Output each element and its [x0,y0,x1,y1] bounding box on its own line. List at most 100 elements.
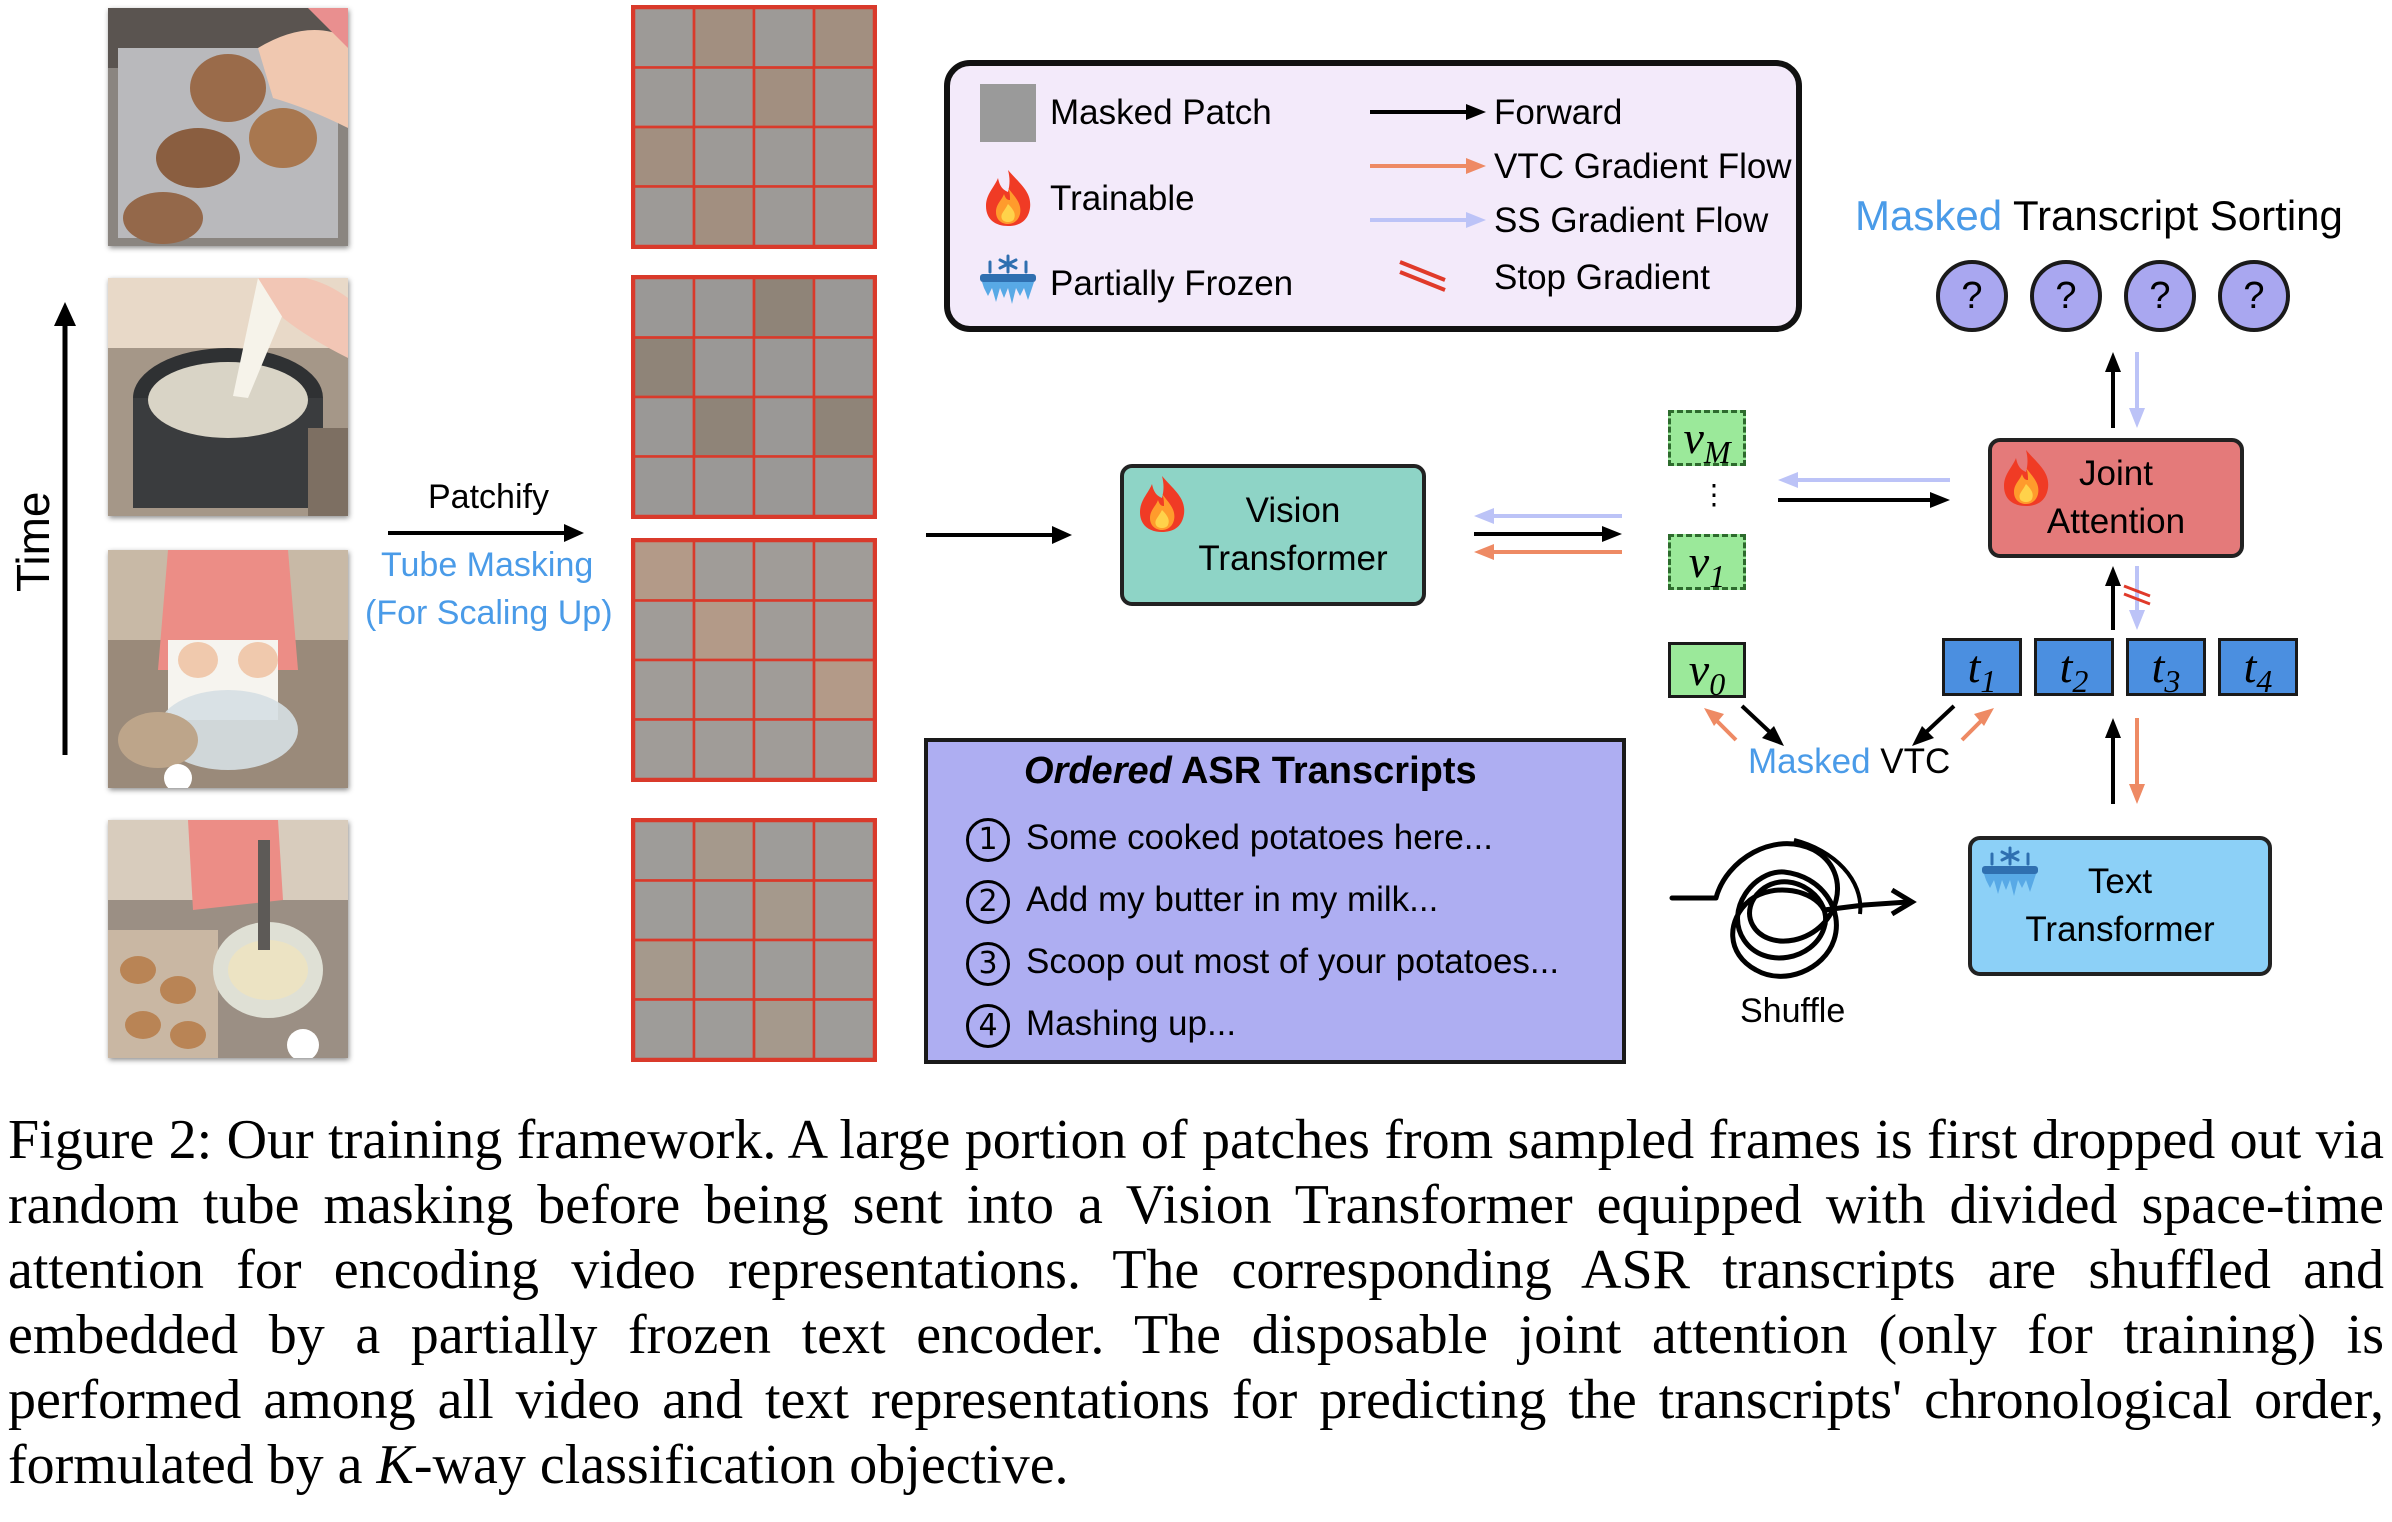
asr-item-4: Mashing up... [1026,1004,1237,1043]
masked-patch [812,879,874,942]
patch-grid-2-image [634,278,874,516]
token-joint-arrows [1778,472,1950,508]
sorting-title: Masked Transcript Sorting [1855,192,2343,240]
legend-vtc-gradient-flow: VTC Gradient Flow [1494,147,1792,186]
token-v-0: v0 [1668,642,1746,702]
patchify-arrow [388,524,584,542]
masked-patch [634,998,696,1059]
legend-trainable: Trainable [1050,179,1195,218]
masked-patch [752,821,816,882]
joint-attention-line2: Attention [2046,502,2186,541]
question-circle-2: ? [2030,260,2102,332]
masked-patch [692,541,756,602]
masked-patch [752,541,816,602]
sorting-title-masked: Masked [1855,192,2003,239]
patch-grid-1 [631,5,877,249]
token-v-0-sub: 0 [1709,666,1726,703]
masked-patch [812,336,874,399]
legend-forward: Forward [1494,93,1623,132]
asr-num-3: 3 [966,942,1010,986]
legend-ss-arrow [1370,212,1486,228]
masked-patch [812,455,874,516]
masked-patch [692,455,756,516]
masked-patch [812,125,874,188]
text-transformer-line2: Transformer [2025,910,2215,949]
masked-patch [812,66,874,129]
asr-item-1: Some cooked potatoes here... [1026,818,1493,857]
asr-num-4: 4 [966,1004,1010,1048]
asr-num-2: 2 [966,880,1010,924]
text-transformer-box: Text Transformer [1968,836,2272,976]
text-transformer-frozen-icon [1982,846,2038,896]
masked-patch [812,541,874,602]
vision-transformer-box: Vision Transformer [1120,464,1426,606]
tube-masking-label: Tube Masking [381,546,594,584]
asr-title: Ordered ASR Transcripts [1024,750,1477,793]
masked-patch [752,8,816,69]
video-frame-1 [108,8,348,246]
text-transformer-line1: Text [2087,862,2153,901]
patchify-label: Patchify [428,478,549,516]
sorting-title-rest: Transcript Sorting [2002,192,2343,239]
masked-patch [692,998,756,1059]
masked-patch [634,185,696,246]
masked-patch [692,938,756,1001]
masked-patch [752,718,816,779]
time-arrow [54,302,76,755]
text-to-joint-arrows [2105,566,2151,630]
masked-patch [634,8,696,69]
frame-photo-mashing [108,820,348,1058]
asr-item-3: Scoop out most of your potatoes... [1026,942,1560,981]
masked-patch [634,455,696,516]
patch-grid-4-image [634,821,874,1059]
masked-patch [812,821,874,882]
fire-icon [986,170,1031,226]
masked-patch [752,125,816,188]
masked-patch [812,938,874,1001]
masked-patch [634,278,696,339]
masked-patch [692,658,756,721]
patch-grid-3 [631,538,877,782]
token-v-1: v1 [1668,534,1746,594]
token-t-4-base: t [2243,641,2257,692]
masked-patch [634,879,696,942]
patch-grid-2 [631,275,877,519]
masked-patch [634,821,696,882]
masked-patch [692,718,756,779]
vision-transformer-line2: Transformer [1198,539,1388,578]
masked-patch [812,278,874,339]
caption-k-symbol: K [376,1434,414,1496]
joint-attention-line1: Joint [2079,454,2153,493]
masked-patch [634,718,696,779]
masked-patch [692,278,756,339]
to-vit-arrow [926,526,1072,544]
patch-grid-3-image [634,541,874,779]
token-t-2: t2 [2034,638,2114,700]
vision-transformer-fire-icon [1140,476,1185,532]
text-transformer-arrows [2105,718,2145,804]
frame-photo-pot-milk [108,278,348,516]
token-t-1-base: t [1967,641,1981,692]
token-t-3-base: t [2151,641,2165,692]
token-t-2-sub: 2 [2072,663,2089,700]
joint-attention-box: Joint Attention [1988,438,2244,558]
masked-patch [692,879,756,942]
legend-stop-gradient: Stop Gradient [1494,258,1710,297]
masked-patch [692,336,756,399]
masked-vtc-rest: VTC [1870,742,1951,781]
token-v-m: vM [1668,410,1746,470]
masked-patch [752,395,816,458]
patch-grid-1-image [634,8,874,246]
token-t-4: t4 [2218,638,2298,699]
token-ellipsis: ⋮ [1700,478,1728,511]
joint-attention-fire-icon [2004,450,2049,506]
masked-vtc-label: Masked VTC [1748,742,1950,782]
framework-figure: Time Patchify Tube Masking (For Scaling … [7,5,2343,1064]
caption-text: Figure 2: Our training framework. A larg… [8,1109,2384,1496]
masked-vtc-arrows [1704,704,1994,746]
legend-box: Masked Patch Trainable Partially Frozen … [944,60,1802,332]
legend-masked-patch: Masked Patch [1050,93,1272,132]
vision-transformer-line1: Vision [1245,491,1341,530]
masked-patch [812,599,874,662]
masked-patch [634,599,696,662]
